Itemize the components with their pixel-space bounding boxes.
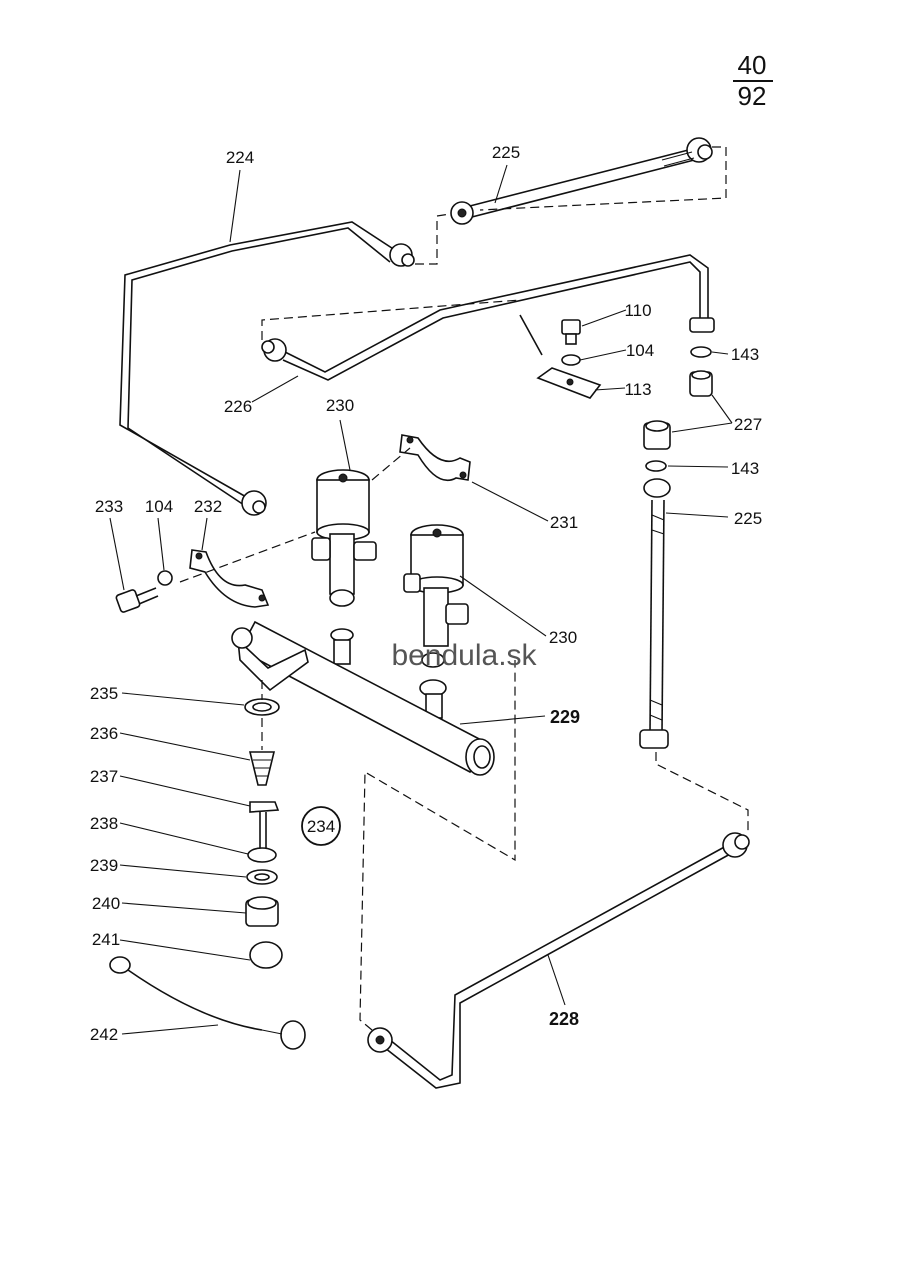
callout-224: 224 <box>226 148 254 167</box>
dash-225-frame <box>479 146 727 211</box>
valve-230-left <box>311 469 377 665</box>
callout-241: 241 <box>92 930 120 949</box>
callout-113: 113 <box>624 380 651 399</box>
washer-104-left <box>157 570 173 586</box>
callout-230-right: 230 <box>549 628 577 647</box>
callout-labels: 224 225 226 110 104 143 113 227 230 143 … <box>90 143 762 1044</box>
pipe-226 <box>261 254 715 381</box>
page-number: 40 92 <box>733 50 773 111</box>
callout-104-left: 104 <box>145 497 173 516</box>
watermark: bendula.sk <box>391 639 537 672</box>
callout-227: 227 <box>734 415 762 434</box>
callout-235: 235 <box>90 684 118 703</box>
pipe-225-top <box>450 137 713 225</box>
pipe-224 <box>119 221 415 516</box>
clamp-232 <box>189 549 270 608</box>
callout-234: 234 <box>307 817 335 836</box>
callout-230-left: 230 <box>326 396 354 415</box>
callout-242: 242 <box>90 1025 118 1044</box>
bolt-233 <box>115 587 159 613</box>
dash-228-229 <box>359 660 516 1031</box>
dash-231 <box>371 447 411 481</box>
callout-234-circle <box>301 806 341 846</box>
dash-224-225 <box>415 213 451 265</box>
callout-236: 236 <box>90 724 118 743</box>
callout-225-right: 225 <box>734 509 762 528</box>
callout-238: 238 <box>90 814 118 833</box>
callout-237: 237 <box>90 767 118 786</box>
manifold-229 <box>231 620 495 776</box>
callout-233: 233 <box>95 497 123 516</box>
drain-assembly <box>109 698 306 1050</box>
callout-240: 240 <box>92 894 120 913</box>
callout-110: 110 <box>624 301 651 320</box>
bracket-assembly <box>519 314 602 399</box>
pipe-225-vertical <box>639 499 669 749</box>
page-number-bottom: 92 <box>738 81 767 111</box>
callout-232: 232 <box>194 497 222 516</box>
callout-225-top: 225 <box>492 143 520 162</box>
clamp-231 <box>399 434 471 482</box>
fittings-right <box>643 346 713 498</box>
callout-229: 229 <box>550 707 580 727</box>
callout-104-right: 104 <box>626 341 654 360</box>
page-number-top: 40 <box>738 50 767 80</box>
valve-230-right <box>403 524 469 719</box>
pipe-228 <box>367 832 750 1089</box>
callout-228: 228 <box>549 1009 579 1029</box>
callout-231: 231 <box>550 513 578 532</box>
callout-143-upper: 143 <box>731 345 759 364</box>
leader-lines <box>109 164 733 1035</box>
callout-226: 226 <box>224 397 252 416</box>
dash-226 <box>261 299 521 340</box>
callout-239: 239 <box>90 856 118 875</box>
callout-143-lower: 143 <box>731 459 759 478</box>
dash-225-228 <box>655 752 749 835</box>
dash-232 <box>179 531 316 583</box>
